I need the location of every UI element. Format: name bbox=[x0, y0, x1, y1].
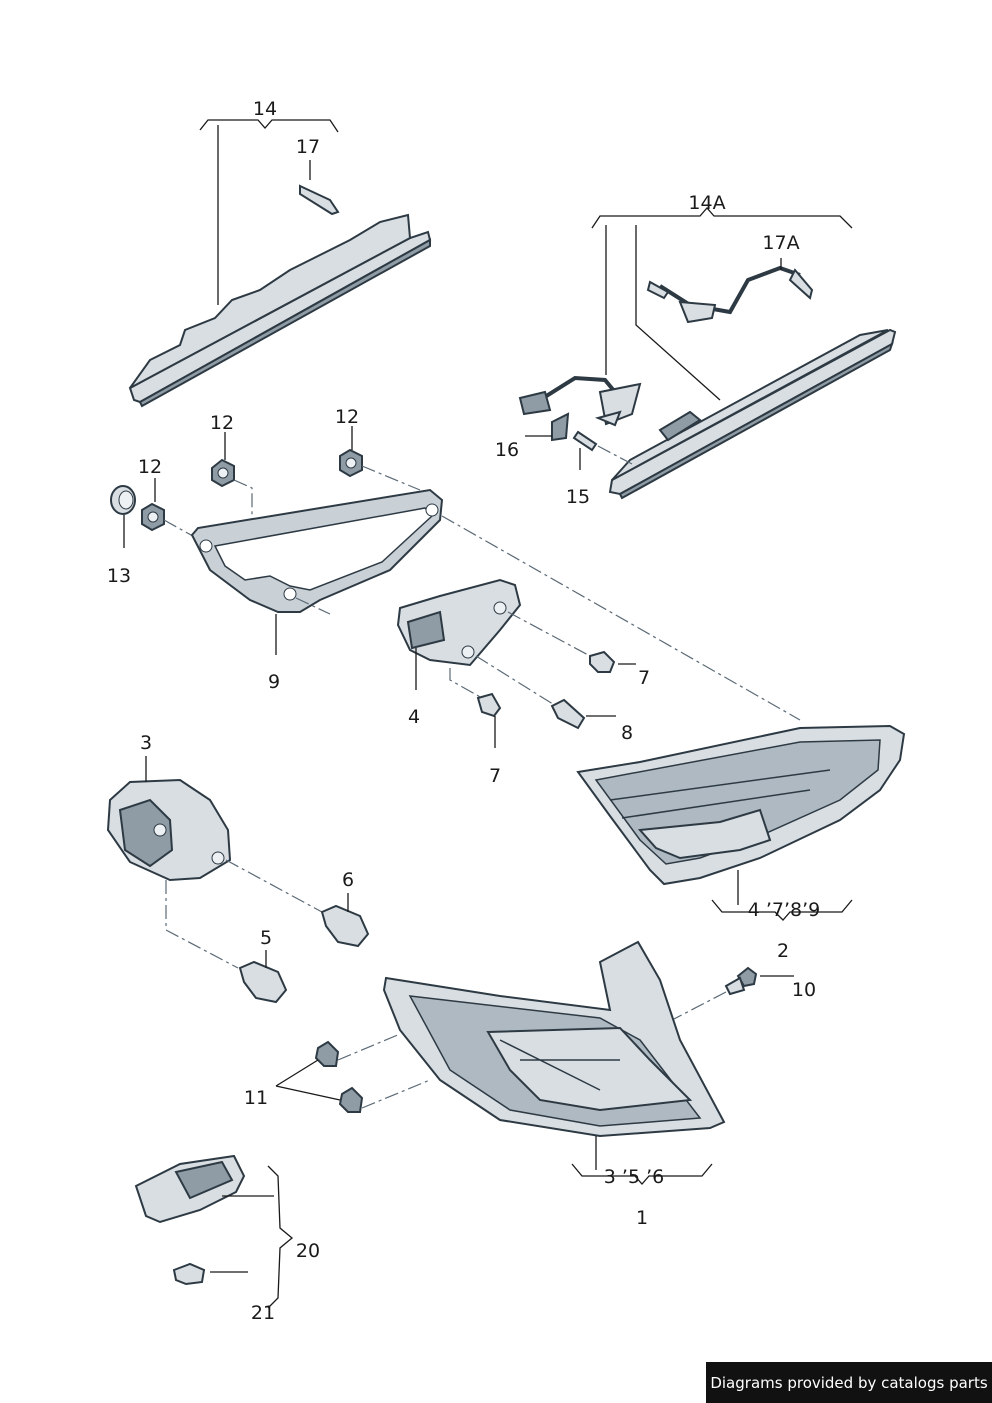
callout-16: 16 bbox=[494, 439, 520, 461]
part-17-bulb bbox=[299, 184, 340, 216]
callout-15: 15 bbox=[565, 486, 591, 508]
callout-356: 3 ’5 ’6 bbox=[603, 1166, 665, 1188]
part-4-bulb-holder bbox=[396, 578, 522, 667]
callout-2: 2 bbox=[776, 940, 790, 962]
part-11-clip-a bbox=[314, 1040, 340, 1067]
callout-11: 11 bbox=[243, 1087, 269, 1109]
part-11-clip-b bbox=[338, 1086, 364, 1113]
part-5-bulb bbox=[238, 960, 288, 1004]
callout-6: 6 bbox=[341, 869, 355, 891]
callout-17a: 17A bbox=[762, 232, 800, 254]
part-6-bulb bbox=[320, 904, 370, 948]
part-15-bulb bbox=[572, 430, 598, 452]
callout-21: 21 bbox=[250, 1302, 276, 1324]
part-14-brake-light-strip bbox=[128, 213, 432, 408]
part-7-bulb-a bbox=[589, 650, 616, 673]
callout-17: 17 bbox=[295, 136, 321, 158]
part-14a-brake-light-strip bbox=[608, 328, 897, 500]
part-17a-wiring-harness bbox=[646, 265, 814, 324]
callout-7-b: 7 bbox=[488, 765, 502, 787]
part-10-screw bbox=[724, 966, 758, 996]
part-12-nut-b bbox=[339, 448, 363, 478]
credit-banner: Diagrams provided by catalogs parts bbox=[706, 1362, 992, 1403]
part-8-bulb bbox=[550, 698, 586, 730]
callout-12-b: 12 bbox=[334, 406, 360, 428]
inner-tail-light-assembly bbox=[576, 724, 906, 886]
callout-5: 5 bbox=[259, 927, 273, 949]
part-20-license-plate-light bbox=[134, 1154, 246, 1224]
outer-tail-light-assembly bbox=[382, 940, 726, 1138]
part-16-clip bbox=[551, 412, 570, 442]
part-12-nut-a bbox=[211, 458, 235, 488]
callout-9: 9 bbox=[267, 671, 281, 693]
part-9-gasket bbox=[190, 488, 444, 613]
callout-14a: 14A bbox=[688, 192, 726, 214]
callout-20: 20 bbox=[295, 1240, 321, 1262]
callout-4: 4 bbox=[407, 706, 421, 728]
part-7-bulb-b bbox=[476, 692, 502, 718]
callout-13: 13 bbox=[106, 565, 132, 587]
part-12-nut-c bbox=[141, 502, 165, 532]
callout-12-c: 12 bbox=[137, 456, 163, 478]
part-21-bulb bbox=[172, 1262, 206, 1286]
part-harness-connector bbox=[518, 375, 642, 427]
callout-1: 1 bbox=[635, 1207, 649, 1229]
callout-7-a: 7 bbox=[637, 667, 651, 689]
callout-4789: 4 ’7’8’9 bbox=[747, 899, 821, 921]
callout-3: 3 bbox=[139, 732, 153, 754]
callout-8: 8 bbox=[620, 722, 634, 744]
callout-12-a: 12 bbox=[209, 412, 235, 434]
part-13-cap bbox=[110, 485, 136, 515]
callout-10: 10 bbox=[791, 979, 817, 1001]
callout-14: 14 bbox=[252, 98, 278, 120]
part-3-bulb-holder bbox=[106, 778, 232, 882]
